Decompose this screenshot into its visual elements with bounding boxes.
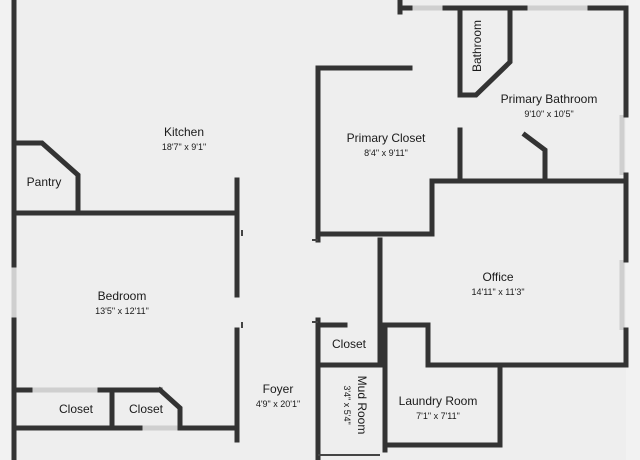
laundry-dims: 7'1" x 7'11"	[416, 411, 460, 421]
office-name: Office	[482, 270, 513, 284]
kitchen-dims: 18'7" x 9'1"	[162, 142, 206, 152]
primary-bath-name: Primary Bathroom	[501, 92, 598, 106]
primary-closet-name: Primary Closet	[347, 131, 426, 145]
bedroom-name: Bedroom	[98, 289, 147, 303]
foyer-name: Foyer	[263, 382, 294, 396]
office-dims: 14'11" x 11'3"	[471, 287, 524, 297]
primary-bath-dims: 9'10" x 10'5"	[524, 109, 573, 119]
pantry-name: Pantry	[27, 175, 62, 189]
walls	[11, 0, 629, 460]
kitchen-name: Kitchen	[164, 125, 204, 139]
laundry-name: Laundry Room	[399, 394, 478, 408]
closet-left2-name: Closet	[129, 402, 164, 416]
windows	[11, 5, 625, 431]
bedroom-dims: 13'5" x 12'11"	[95, 306, 149, 316]
bathroom-name: Bathroom	[470, 20, 484, 72]
mud-room-name: Mud Room	[355, 376, 369, 435]
closet-left-name: Closet	[59, 402, 94, 416]
foyer-dims: 4'9" x 20'1"	[256, 399, 300, 409]
room-labels: Kitchen 18'7" x 9'1" Pantry Bedroom 13'5…	[27, 20, 598, 434]
mud-room-dims: 3'4" x 5'4"	[342, 385, 352, 424]
closet-center-name: Closet	[332, 337, 367, 351]
primary-closet-dims: 8'4" x 9'11"	[364, 148, 408, 158]
